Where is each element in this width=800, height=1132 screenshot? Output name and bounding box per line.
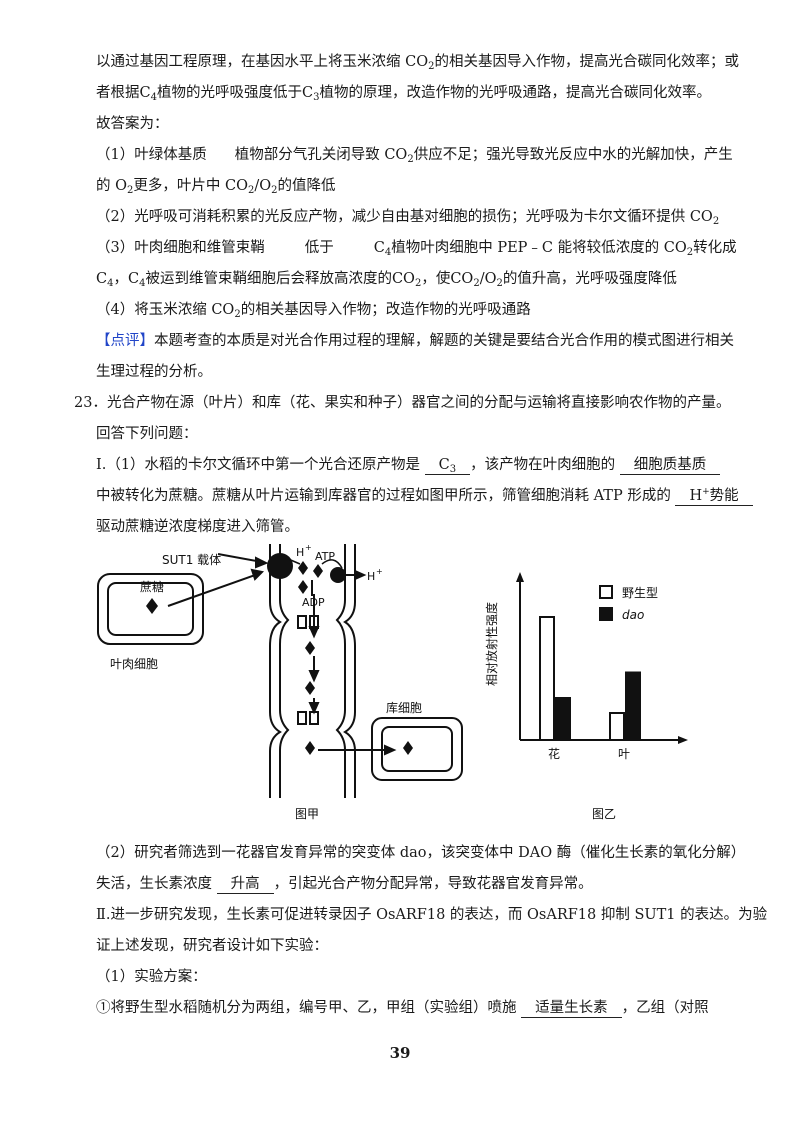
svg-text:+: +	[376, 567, 383, 576]
text-line: 者根据C4植物的光呼吸强度低于C3植物的原理，改造作物的光呼吸通路，提高光合碳同…	[96, 85, 711, 103]
text-line: 以通过基因工程原理，在基因水平上将玉米浓缩 CO2的相关基因导入作物，提高光合碳…	[96, 54, 739, 72]
text-line: C4，C4被运到维管束鞘细胞后会释放高浓度的CO2，使CO2/O2的值升高，光呼…	[96, 271, 677, 289]
text-line: （4）将玉米浓缩 CO2的相关基因导入作物；改造作物的光呼吸通路	[96, 302, 531, 320]
text-line: 失活，生长素浓度 升高，引起光合产物分配异常，导致花器官发育异常。	[96, 875, 593, 894]
svg-text:叶肉细胞: 叶肉细胞	[110, 657, 158, 671]
answer-blank: 适量生长素	[521, 999, 622, 1018]
text-line: 回答下列问题：	[96, 426, 198, 442]
svg-text:H: H	[367, 570, 375, 583]
y-axis-label: 相对放射性强度	[484, 602, 499, 686]
text-line: Ⅱ.进一步研究发现，生长素可促进转录因子 OsARF18 的表达，而 OsARF…	[96, 907, 768, 923]
legend-swatch	[599, 585, 613, 599]
figure-b-chart: 花 叶 野生型 dao 相对放射性强度 图乙	[484, 572, 688, 821]
x-tick-label: 叶	[618, 747, 630, 761]
svg-text:SUT1 载体: SUT1 载体	[162, 553, 221, 567]
figure-a: SUT1 载体 蔗糖 叶肉细胞 H + ATP ADP H + 库细胞 图甲	[97, 543, 463, 821]
svg-text:蔗糖: 蔗糖	[140, 579, 164, 594]
answer-blank: H+势能	[675, 487, 753, 506]
text-line: （2）研究者筛选到一花器官发育异常的突变体 dao，该突变体中 DAO 酶（催化…	[96, 845, 746, 861]
text-line: ①将野生型水稻随机分为两组，编号甲、乙，甲组（实验组）喷施 适量生长素，乙组（对…	[96, 999, 709, 1018]
legend-label: dao	[622, 608, 644, 622]
svg-text:H: H	[296, 546, 304, 559]
text-line: （2）光呼吸可消耗积累的光反应产物，减少自由基对细胞的损伤；光呼吸为卡尔文循环提…	[96, 209, 720, 227]
text-line: 故答案为：	[96, 116, 169, 132]
text-line: Ⅰ.（1）水稻的卡尔文循环中第一个光合还原产物是 C3，该产物在叶肉细胞的 细胞…	[96, 455, 740, 475]
chart-caption: 图乙	[592, 807, 616, 821]
legend-swatch	[599, 607, 613, 621]
page-number: 39	[389, 1044, 411, 1062]
text-line: 证上述发现，研究者设计如下实验：	[96, 938, 328, 954]
answer-blank: 细胞质基质	[619, 456, 721, 475]
svg-text:ADP: ADP	[302, 596, 325, 609]
comment-line: 【点评】本题考查的本质是对光合作用过程的理解，解题的关键是要结合光合作用的模式图…	[96, 333, 734, 349]
text-line: 驱动蔗糖逆浓度梯度进入筛管。	[96, 519, 299, 535]
text-line: （1）叶绿体基质植物部分气孔关闭导致 CO2供应不足；强光导致光反应中水的光解加…	[96, 147, 733, 165]
bar-野生型-花	[539, 616, 555, 741]
svg-text:库细胞: 库细胞	[386, 700, 422, 715]
svg-text:+: +	[305, 543, 312, 552]
answer-blank: C3	[424, 456, 471, 475]
svg-text:图甲: 图甲	[295, 807, 319, 821]
question-23: 23．光合产物在源（叶片）和库（花、果实和种子）器官之间的分配与运输将直接影响农…	[74, 395, 731, 411]
text-line: 生理过程的分析。	[96, 364, 212, 380]
svg-text:ATP: ATP	[315, 550, 335, 563]
x-tick-label: 花	[548, 746, 560, 761]
bar-dao-花	[555, 697, 571, 741]
bar-dao-叶	[625, 671, 641, 741]
legend-label: 野生型	[622, 586, 658, 600]
bar-野生型-叶	[609, 712, 625, 741]
text-line: 的 O2更多，叶片中 CO2/O2的值降低	[96, 178, 336, 196]
text-line: 中被转化为蔗糖。蔗糖从叶片运输到库器官的过程如图甲所示，筛管细胞消耗 ATP 形…	[96, 486, 753, 506]
answer-blank: 升高	[216, 875, 274, 894]
text-line: （1）实验方案：	[96, 969, 207, 985]
